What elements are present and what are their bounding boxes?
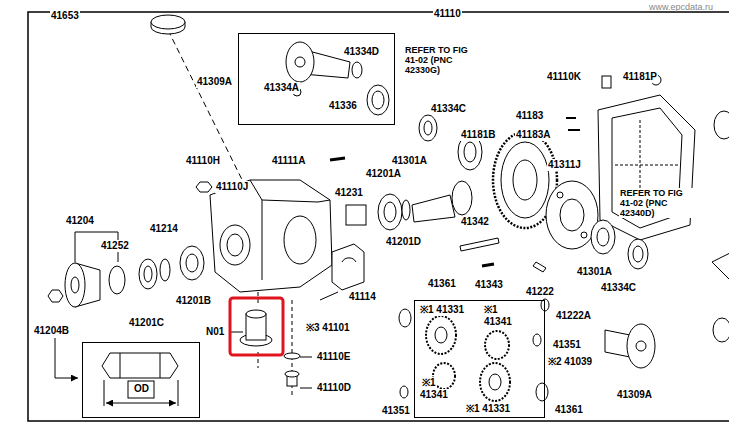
group-box: ※1 41331※141341※141341※1 41331	[414, 300, 545, 418]
callout-number: 41351	[381, 405, 411, 417]
callout-number: 41201C	[128, 317, 165, 329]
group-box: 41334D 41334A 41336	[238, 33, 395, 125]
callout-number: ※1 41331	[465, 403, 511, 415]
callout-number: 41309A	[616, 389, 653, 401]
frame	[28, 12, 729, 421]
callout-number: 41204	[65, 215, 95, 227]
callout-number: 41111A	[271, 155, 306, 167]
callout-number: 41110H	[185, 155, 221, 167]
callout-number: ※3 41101	[305, 322, 351, 334]
callout-number: 41334C	[600, 282, 637, 294]
callout-number: 41201A	[365, 168, 402, 180]
callout-number: ※1	[421, 377, 437, 389]
callout-number: 41336	[328, 100, 358, 112]
callout-number: 41110J	[215, 181, 249, 193]
callout-number: 41222A	[555, 310, 592, 322]
callout-number: 41361	[554, 404, 584, 416]
callout-number: 41222	[525, 286, 555, 298]
callout-number: 41181B	[460, 129, 496, 141]
callout-number: 41341	[483, 316, 513, 328]
callout-number: 41110	[433, 8, 462, 20]
callout-number: 41110D	[316, 382, 352, 394]
callout-number: 41231	[334, 187, 364, 199]
callout-number: 41201D	[385, 236, 422, 248]
highlight-box	[230, 298, 283, 355]
callout-number: 41110E	[316, 351, 351, 363]
callout-number: N01	[205, 326, 225, 338]
callout-number: 41183A	[515, 129, 551, 141]
callout-number: 41201B	[175, 295, 212, 307]
callout-number: 41114	[348, 291, 377, 303]
callout-number: ※2 41039	[547, 356, 593, 368]
callout-number: 41181P	[622, 71, 658, 83]
callout-number: 41214	[149, 223, 179, 235]
callout-number: 41334A	[263, 82, 300, 94]
callout-number: 41301A	[576, 266, 613, 278]
callout-number: 41361	[427, 278, 457, 290]
callout-number: 41341	[419, 389, 449, 401]
callout-number: 41653	[50, 10, 80, 22]
callout-number: 41204B	[33, 325, 70, 337]
callout-number: 41311J	[547, 159, 582, 171]
callout-number: 41309A	[196, 76, 233, 88]
callout-number: 41342	[460, 216, 490, 228]
callout-number: 41301A	[391, 155, 428, 167]
callout-number: 41351	[552, 339, 582, 351]
inset-box: OD	[82, 342, 200, 418]
callout-number: 41183	[515, 110, 544, 122]
callout-number: ※1	[483, 304, 499, 316]
parts	[48, 15, 729, 406]
callout-number: 41334D	[343, 46, 380, 58]
callout-number: OD	[133, 383, 150, 395]
reference-note: REFER TO FIG 41-02 (PNC 42330G)	[404, 45, 478, 75]
callout-number: ※1 41331	[419, 304, 465, 316]
callout-number: 41334C	[430, 103, 467, 115]
callout-number: 41343	[474, 279, 504, 291]
callout-number: 41252	[100, 240, 130, 252]
reference-note: REFER TO FIG 41-02 (PNC 42340D)	[619, 188, 693, 218]
callout-number: 41110K	[546, 71, 582, 83]
watermark: www.epcdata.ru	[648, 1, 714, 13]
